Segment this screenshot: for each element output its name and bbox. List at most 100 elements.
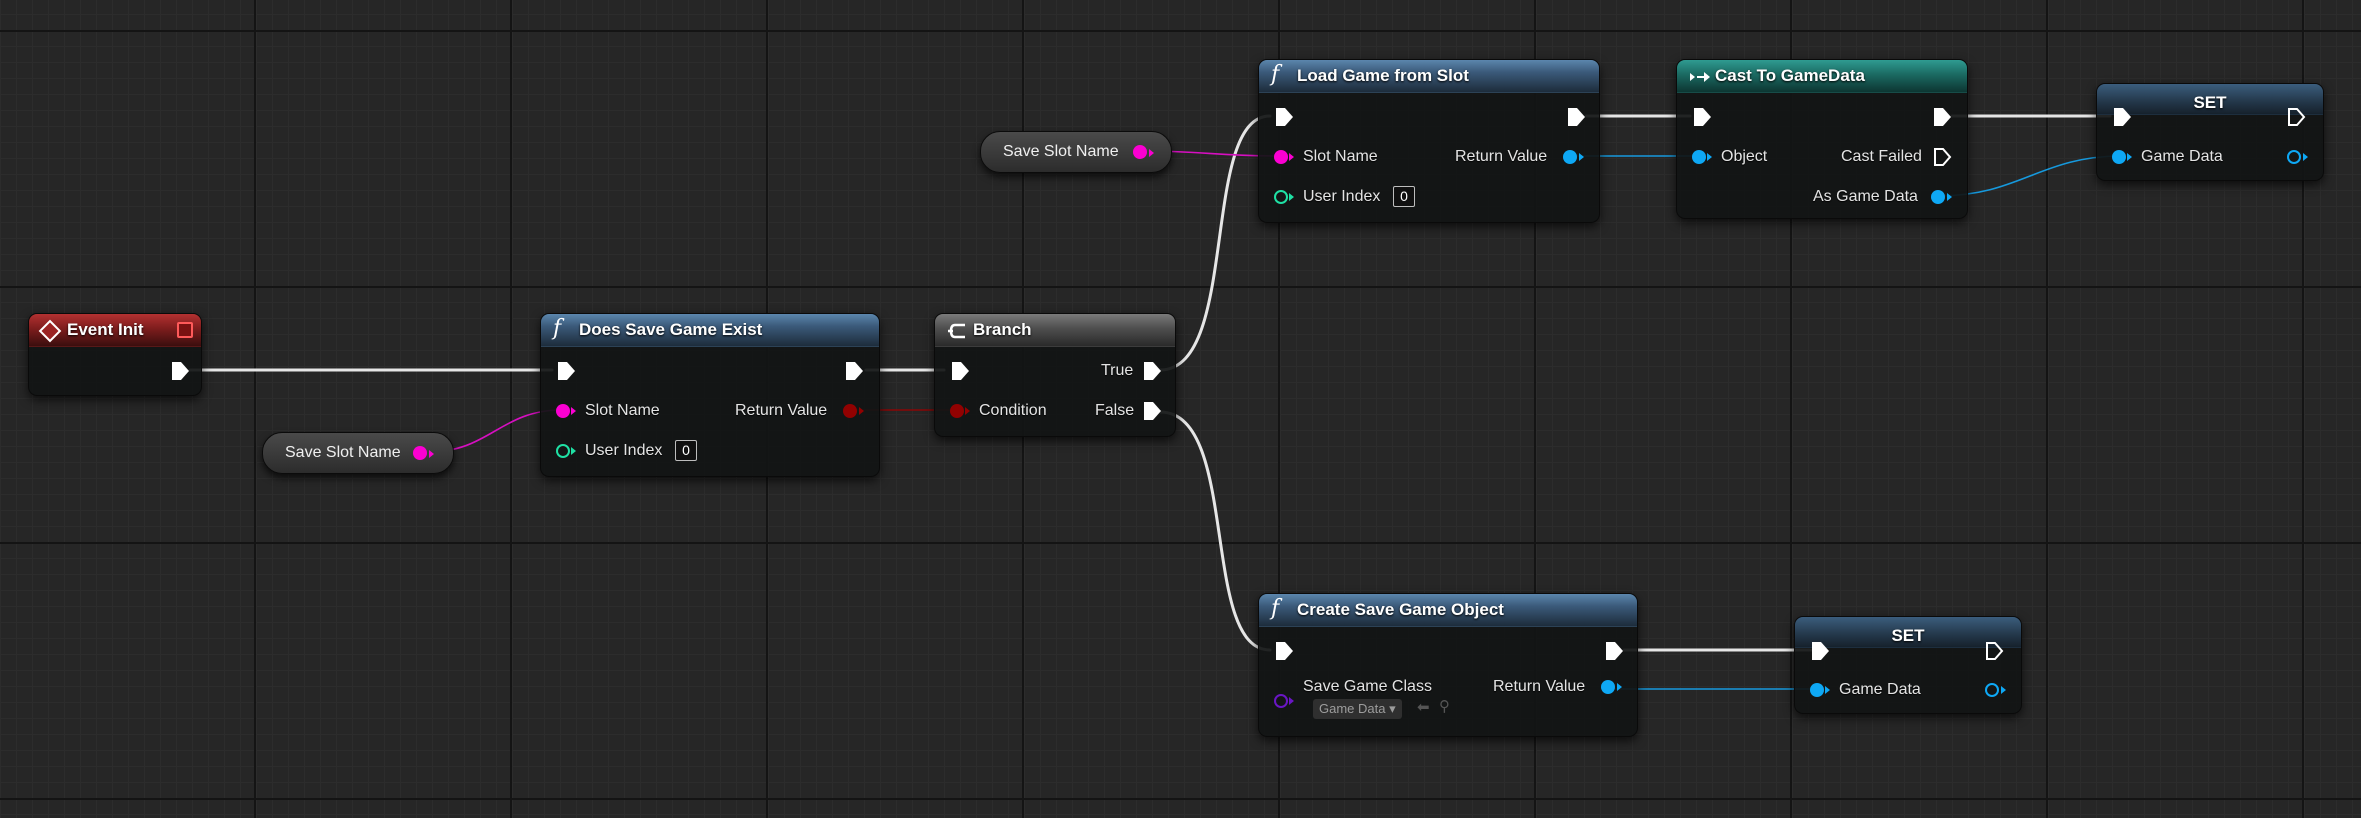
true-exec-out-pin[interactable]	[1141, 360, 1163, 382]
pin-arrow-icon	[1825, 686, 1830, 694]
save-slot-name-variable-left[interactable]: Save Slot Name	[262, 432, 454, 474]
pin-arrow-icon	[859, 407, 864, 415]
exec-out-pin[interactable]	[169, 360, 191, 382]
function-header: f Load Game from Slot	[1259, 60, 1599, 93]
game-data-in-pin[interactable]	[2112, 150, 2126, 164]
return-value-label: Return Value	[1493, 678, 1586, 695]
set-game-data-node-bottom[interactable]: SET Game Data	[1794, 616, 2022, 714]
save-game-class-value: Game Data	[1319, 701, 1386, 716]
node-title: Does Save Game Exist	[579, 320, 763, 339]
node-title: SET	[1891, 626, 1925, 645]
exec-out-pin[interactable]	[1603, 640, 1625, 662]
save-slot-name-variable-top[interactable]: Save Slot Name	[980, 131, 1172, 173]
node-title: SET	[2193, 93, 2227, 112]
exec-wire-true-to-load	[1158, 114, 1272, 372]
event-init-header: Event Init	[29, 314, 201, 347]
exec-in-pin[interactable]	[1273, 106, 1295, 128]
function-header: f Does Save Game Exist	[541, 314, 879, 347]
node-title: Event Init	[67, 320, 144, 339]
user-index-value-input[interactable]: 0	[675, 440, 697, 461]
pin-arrow-icon	[965, 407, 970, 415]
pin-arrow-icon	[2303, 153, 2308, 161]
create-save-game-object-node[interactable]: f Create Save Game Object Save Game Clas…	[1258, 593, 1638, 737]
browse-asset-icon[interactable]: ⚲	[1439, 698, 1450, 715]
exec-in-pin[interactable]	[555, 360, 577, 382]
exec-in-pin[interactable]	[1809, 640, 1831, 662]
load-game-from-slot-node[interactable]: f Load Game from Slot Slot Name Return V…	[1258, 59, 1600, 223]
cast-failed-exec-out-pin[interactable]	[1931, 146, 1953, 168]
pin-arrow-icon	[1617, 683, 1622, 691]
game-data-out-pin[interactable]	[1985, 683, 1999, 697]
function-icon: f	[1271, 596, 1280, 621]
game-data-label: Game Data	[2141, 148, 2223, 165]
set-header: SET	[2097, 84, 2323, 115]
event-delegate-icon	[177, 322, 193, 338]
node-title: Load Game from Slot	[1297, 66, 1469, 85]
exec-out-pin[interactable]	[843, 360, 865, 382]
exec-out-pin[interactable]	[1931, 106, 1953, 128]
slot-name-label: Slot Name	[585, 402, 660, 419]
true-label: True	[1101, 362, 1134, 379]
does-save-game-exist-node[interactable]: f Does Save Game Exist Slot Name Return …	[540, 313, 880, 477]
object-in-pin[interactable]	[1692, 150, 1706, 164]
event-init-node[interactable]: Event Init	[28, 313, 202, 396]
pin-arrow-icon	[1579, 153, 1584, 161]
chevron-down-icon: ▾	[1389, 701, 1396, 716]
object-label: Object	[1721, 148, 1768, 165]
as-game-data-out-pin[interactable]	[1931, 190, 1945, 204]
user-index-value-input[interactable]: 0	[1393, 186, 1415, 207]
variable-label: Save Slot Name	[285, 444, 401, 461]
exec-wire-false-to-create	[1158, 410, 1272, 652]
pin-arrow-icon	[2127, 153, 2132, 161]
pin-arrow-icon	[1947, 193, 1952, 201]
node-title: Branch	[973, 320, 1032, 339]
pin-arrow-icon	[2001, 686, 2006, 694]
false-label: False	[1095, 402, 1135, 419]
pin-arrow-icon	[1149, 149, 1154, 157]
function-icon: f	[1271, 62, 1280, 87]
pin-arrow-icon	[1289, 697, 1294, 705]
set-game-data-node-top[interactable]: SET Game Data	[2096, 83, 2324, 181]
cast-header: Cast To GameData	[1677, 60, 1967, 93]
function-icon: f	[553, 316, 562, 341]
game-data-out-pin[interactable]	[2287, 150, 2301, 164]
exec-in-pin[interactable]	[2111, 106, 2133, 128]
return-value-out-pin[interactable]	[1563, 150, 1577, 164]
return-value-out-pin[interactable]	[1601, 680, 1615, 694]
pin-arrow-icon	[429, 450, 434, 458]
exec-in-pin[interactable]	[1691, 106, 1713, 128]
string-out-pin[interactable]	[413, 446, 427, 460]
exec-out-pin[interactable]	[2285, 106, 2307, 128]
return-value-label: Return Value	[735, 402, 828, 419]
as-game-data-label: As Game Data	[1813, 188, 1918, 205]
exec-in-pin[interactable]	[949, 360, 971, 382]
pin-arrow-icon	[571, 447, 576, 455]
string-out-pin[interactable]	[1133, 145, 1147, 159]
user-index-in-pin[interactable]	[556, 444, 570, 458]
user-index-in-pin[interactable]	[1274, 190, 1288, 204]
exec-in-pin[interactable]	[1273, 640, 1295, 662]
set-header: SET	[1795, 617, 2021, 648]
cast-failed-label: Cast Failed	[1841, 148, 1922, 165]
game-data-label: Game Data	[1839, 681, 1921, 698]
false-exec-out-pin[interactable]	[1141, 400, 1163, 422]
slot-name-label: Slot Name	[1303, 148, 1378, 165]
branch-icon	[948, 323, 965, 339]
exec-out-pin[interactable]	[1983, 640, 2005, 662]
return-value-out-pin[interactable]	[843, 404, 857, 418]
condition-in-pin[interactable]	[950, 404, 964, 418]
save-game-class-label: Save Game Class	[1303, 678, 1432, 695]
save-game-class-in-pin[interactable]	[1274, 694, 1288, 708]
node-title: Cast To GameData	[1715, 66, 1865, 85]
game-data-in-pin[interactable]	[1810, 683, 1824, 697]
return-value-label: Return Value	[1455, 148, 1548, 165]
branch-node[interactable]: Branch True Condition False	[934, 313, 1176, 437]
pin-arrow-icon	[1289, 193, 1294, 201]
save-game-class-dropdown[interactable]: Game Data ▾	[1313, 699, 1402, 719]
use-selected-asset-icon[interactable]: ⬅	[1417, 699, 1430, 716]
cast-to-gamedata-node[interactable]: Cast To GameData Object Cast Failed As G…	[1676, 59, 1968, 219]
pin-arrow-icon	[571, 407, 576, 415]
slot-name-in-pin[interactable]	[1274, 150, 1288, 164]
exec-out-pin[interactable]	[1565, 106, 1587, 128]
slot-name-in-pin[interactable]	[556, 404, 570, 418]
